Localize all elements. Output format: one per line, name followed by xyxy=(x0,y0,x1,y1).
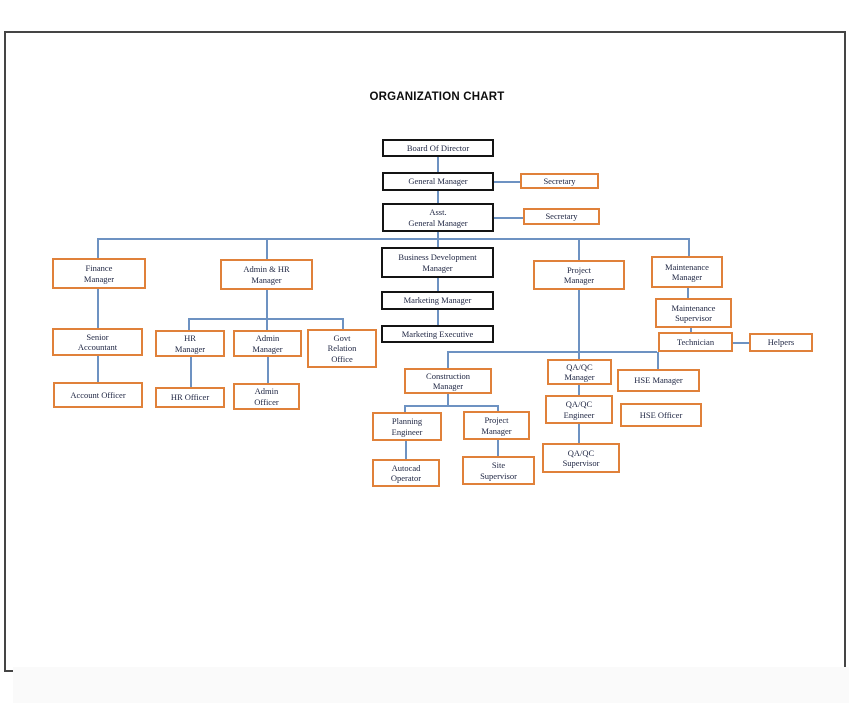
org-box-senior-accountant: Senior Accountant xyxy=(52,328,143,356)
connector-line xyxy=(497,405,499,411)
connector-line xyxy=(690,328,692,332)
connector-line xyxy=(188,318,190,330)
org-box-maintenance-manager: Maintenance Manager xyxy=(651,256,723,288)
org-box-maintenance-supervisor: Maintenance Supervisor xyxy=(655,298,732,328)
org-box-admin-officer: Admin Officer xyxy=(233,383,300,410)
org-box-general-manager: General Manager xyxy=(382,172,494,191)
org-box-marketing-manager: Marketing Manager xyxy=(381,291,494,310)
org-box-project-manager-site: Project Manager xyxy=(463,411,530,440)
org-box-qaqc-engineer: QA/QC Engineer xyxy=(545,395,613,424)
connector-line xyxy=(405,441,407,459)
org-box-qaqc-supervisor: QA/QC Supervisor xyxy=(542,443,620,473)
org-box-project-manager: Project Manager xyxy=(533,260,625,290)
connector-line xyxy=(437,278,439,291)
org-box-govt-relation-office: Govt Relation Office xyxy=(307,329,377,368)
connector-line xyxy=(733,342,749,344)
connector-line xyxy=(578,351,580,359)
org-box-secretary-1: Secretary xyxy=(520,173,599,189)
org-box-technician: Technician xyxy=(658,332,733,352)
connector-line xyxy=(437,191,439,203)
org-box-asst-general-manager: Asst. General Manager xyxy=(382,203,494,232)
org-box-construction-manager: Construction Manager xyxy=(404,368,492,394)
connector-line xyxy=(342,318,344,329)
org-box-hr-manager: HR Manager xyxy=(155,330,225,357)
connector-line xyxy=(267,357,269,383)
connector-line xyxy=(437,310,439,325)
connector-line xyxy=(266,238,268,259)
connector-line xyxy=(578,238,580,260)
connector-line xyxy=(404,405,406,412)
org-box-secretary-2: Secretary xyxy=(523,208,600,225)
org-box-helpers: Helpers xyxy=(749,333,813,352)
connector-line xyxy=(497,440,499,456)
connector-line xyxy=(97,238,688,240)
chart-title: ORGANIZATION CHART xyxy=(369,91,505,103)
connector-line xyxy=(97,238,99,258)
org-box-board-of-director: Board Of Director xyxy=(382,139,494,157)
connector-line xyxy=(578,290,580,351)
connector-line xyxy=(578,424,580,443)
org-box-finance-manager: Finance Manager xyxy=(52,258,146,289)
org-box-autocad-operator: Autocad Operator xyxy=(372,459,440,487)
connector-line xyxy=(97,356,99,382)
connector-line xyxy=(687,288,689,298)
org-box-hr-officer: HR Officer xyxy=(155,387,225,408)
org-box-business-development-manager: Business Development Manager xyxy=(381,247,494,278)
org-box-marketing-executive: Marketing Executive xyxy=(381,325,494,343)
page-bottom-shade xyxy=(13,667,849,703)
org-box-site-supervisor: Site Supervisor xyxy=(462,456,535,485)
connector-line xyxy=(437,232,439,247)
connector-line xyxy=(447,351,657,353)
connector-line xyxy=(494,181,520,183)
connector-line xyxy=(190,357,192,387)
connector-line xyxy=(492,217,523,219)
org-box-qaqc-manager: QA/QC Manager xyxy=(547,359,612,385)
connector-line xyxy=(447,394,449,405)
org-box-admin-hr-manager: Admin & HR Manager xyxy=(220,259,313,290)
connector-line xyxy=(404,405,497,407)
connector-line xyxy=(578,385,580,395)
org-box-admin-manager: Admin Manager xyxy=(233,330,302,357)
connector-line xyxy=(657,352,659,369)
connector-line xyxy=(266,318,268,330)
connector-line xyxy=(688,238,690,256)
connector-line xyxy=(266,290,268,318)
connector-line xyxy=(97,289,99,328)
org-box-hse-manager: HSE Manager xyxy=(617,369,700,392)
connector-line xyxy=(447,351,449,368)
org-box-account-officer: Account Officer xyxy=(53,382,143,408)
connector-line xyxy=(437,157,439,172)
org-box-hse-officer: HSE Officer xyxy=(620,403,702,427)
org-box-planning-engineer: Planning Engineer xyxy=(372,412,442,441)
connector-line xyxy=(188,318,342,320)
